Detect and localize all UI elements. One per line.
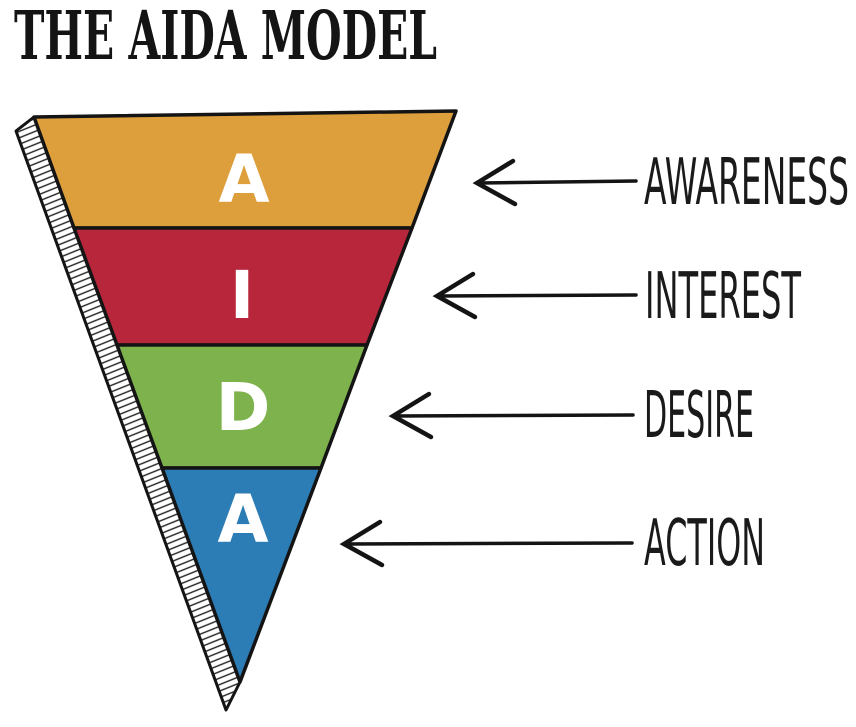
callouts: AWARENESS INTEREST DESIRE ACTION	[339, 146, 849, 581]
page-title: THE AIDA MODEL	[14, 0, 437, 75]
interest-arrow-head-icon	[432, 271, 478, 320]
interest-arrow-shaft-icon	[438, 293, 638, 298]
funnel-section-action	[160, 466, 323, 684]
funnel: A I D A	[14, 109, 458, 712]
callout-label-awareness: AWARENESS	[644, 146, 849, 220]
callout-action: ACTION	[339, 507, 765, 581]
funnel-letter-interest: I	[230, 257, 255, 334]
desire-arrow-shaft-icon	[394, 413, 635, 418]
callout-interest: INTEREST	[432, 260, 801, 334]
callout-awareness: AWARENESS	[472, 146, 849, 220]
action-arrow-head-icon	[339, 519, 385, 568]
action-arrow-shaft-icon	[345, 541, 634, 546]
callout-label-action: ACTION	[644, 507, 765, 581]
callout-label-desire: DESIRE	[644, 379, 754, 453]
awareness-arrow-shaft-icon	[478, 179, 638, 185]
callout-label-interest: INTEREST	[645, 260, 801, 334]
funnel-letter-desire: D	[216, 369, 271, 446]
desire-arrow-head-icon	[388, 391, 434, 440]
callout-desire: DESIRE	[388, 379, 754, 453]
funnel-letter-action: A	[217, 481, 268, 558]
funnel-letter-awareness: A	[218, 141, 269, 218]
awareness-arrow-head-icon	[472, 158, 518, 207]
